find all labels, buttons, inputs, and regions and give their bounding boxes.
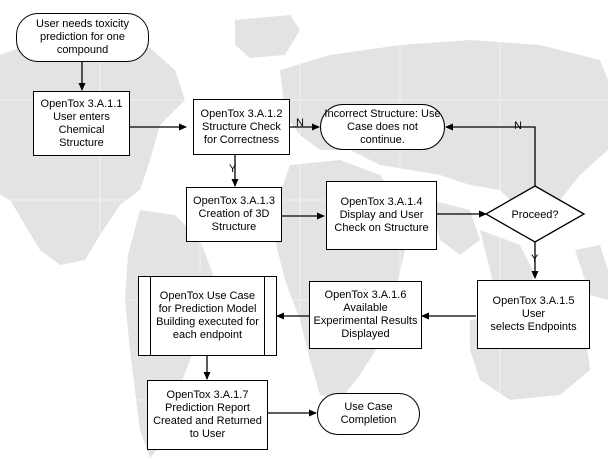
step-3a12-box: OpenTox 3.A.1.2 Structure Check for Corr… <box>193 99 290 155</box>
edge-proceed-no-to-incorrect <box>445 123 536 186</box>
step-3a16-box: OpenTox 3.A.1.6 Available Experimental R… <box>309 281 422 349</box>
start-terminator: User needs toxicity prediction for one c… <box>16 13 149 62</box>
incorrect-structure-terminator: Incorrect Structure: Use Case does not c… <box>320 104 445 150</box>
edge-label-check-yes: Y <box>229 163 237 175</box>
edge-label-proceed-yes: Y <box>531 253 539 265</box>
step-3a13-box: OpenTox 3.A.1.3 Creation of 3D Structure <box>186 187 282 242</box>
proceed-label: Proceed? <box>511 209 559 221</box>
step-3a14-box: OpenTox 3.A.1.4 Display and User Check o… <box>326 181 437 250</box>
model-building-predefined-process: OpenTox Use Case for Prediction Model Bu… <box>138 276 277 356</box>
step-3a15-box: OpenTox 3.A.1.5 User selects Endpoints <box>477 280 590 349</box>
proceed-decision-diamond <box>484 185 586 243</box>
step-3a17-box: OpenTox 3.A.1.7 Prediction Report Create… <box>147 380 268 450</box>
edge-label-check-no: N <box>296 117 304 129</box>
model-building-label: OpenTox Use Case for Prediction Model Bu… <box>156 290 259 341</box>
use-case-completion-terminator: Use Case Completion <box>317 393 420 435</box>
step-3a11-box: OpenTox 3.A.1.1 User enters Chemical Str… <box>33 91 130 156</box>
edge-label-proceed-no: N <box>514 120 522 132</box>
